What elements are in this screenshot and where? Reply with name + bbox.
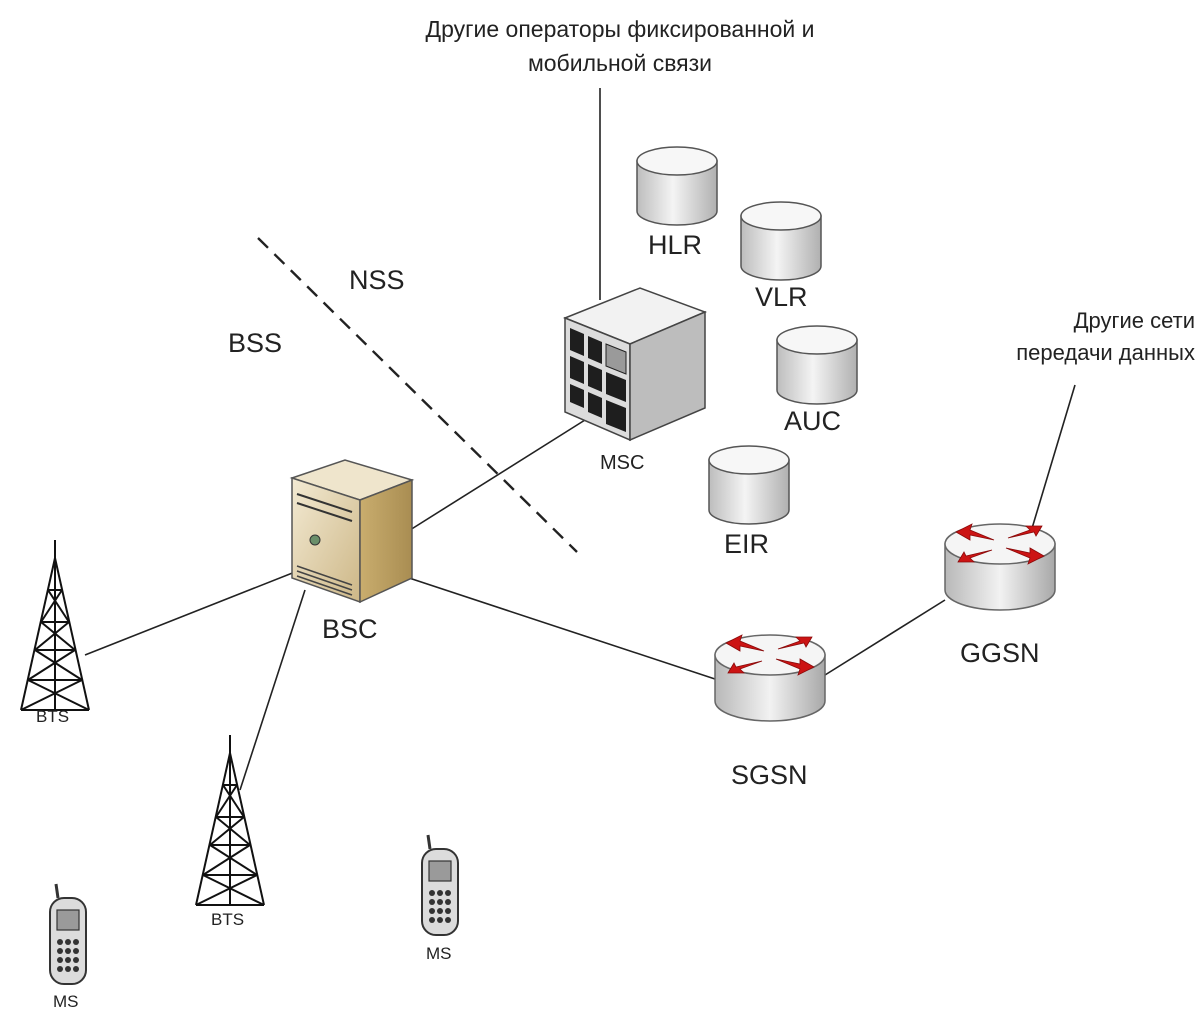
other-networks-line2: передачи данных [1016,340,1195,365]
link-ggsn-other-networks [1029,384,1076,536]
link-bsc-sgsn [399,574,719,681]
sgsn-label: SGSN [731,760,808,790]
ms-right-phone-icon [420,833,460,937]
hlr-label: HLR [648,230,703,260]
eir-label: EIR [724,529,770,559]
connection-lines [84,88,1076,791]
ggsn-label: GGSN [960,638,1040,668]
other-networks-line1: Другие сети [1073,308,1195,333]
ggsn-router-icon [944,523,1056,611]
nss-label: NSS [349,265,405,295]
bss-label: BSS [228,328,283,358]
bts-left-label: BTS [36,707,70,726]
auc-label: AUC [784,406,842,436]
other-operators-line1: Другие операторы фиксированной и [425,16,815,42]
bsc-label: BSC [322,614,378,644]
ms-left-phone-icon [48,882,88,986]
sgsn-router-icon [714,634,826,722]
other-operators-label: Другие операторы фиксированной и мобильн… [360,12,880,80]
ms-left-label: MS [53,992,79,1011]
eir-database-icon [708,445,790,525]
link-bsc-msc [409,419,586,531]
link-sgsn-ggsn [824,599,946,676]
other-networks-label: Другие сети передачи данных [940,305,1195,369]
nss-bss-boundary [257,237,578,553]
bts-left-tower-icon [20,539,90,711]
vlr-label: VLR [755,282,808,312]
msc-label: MSC [600,452,645,474]
bts-bottom-label: BTS [211,910,245,929]
vlr-database-icon [740,201,822,281]
link-bsc-bts-bottom [239,589,306,791]
ms-right-label: MS [426,944,452,963]
link-bsc-bts-left [84,569,301,656]
hlr-database-icon [636,146,718,226]
other-operators-line2: мобильной связи [527,50,713,76]
auc-database-icon [776,325,858,405]
msc-switch-icon [562,287,708,442]
bts-bottom-tower-icon [195,734,265,906]
bsc-server-icon [289,459,415,604]
